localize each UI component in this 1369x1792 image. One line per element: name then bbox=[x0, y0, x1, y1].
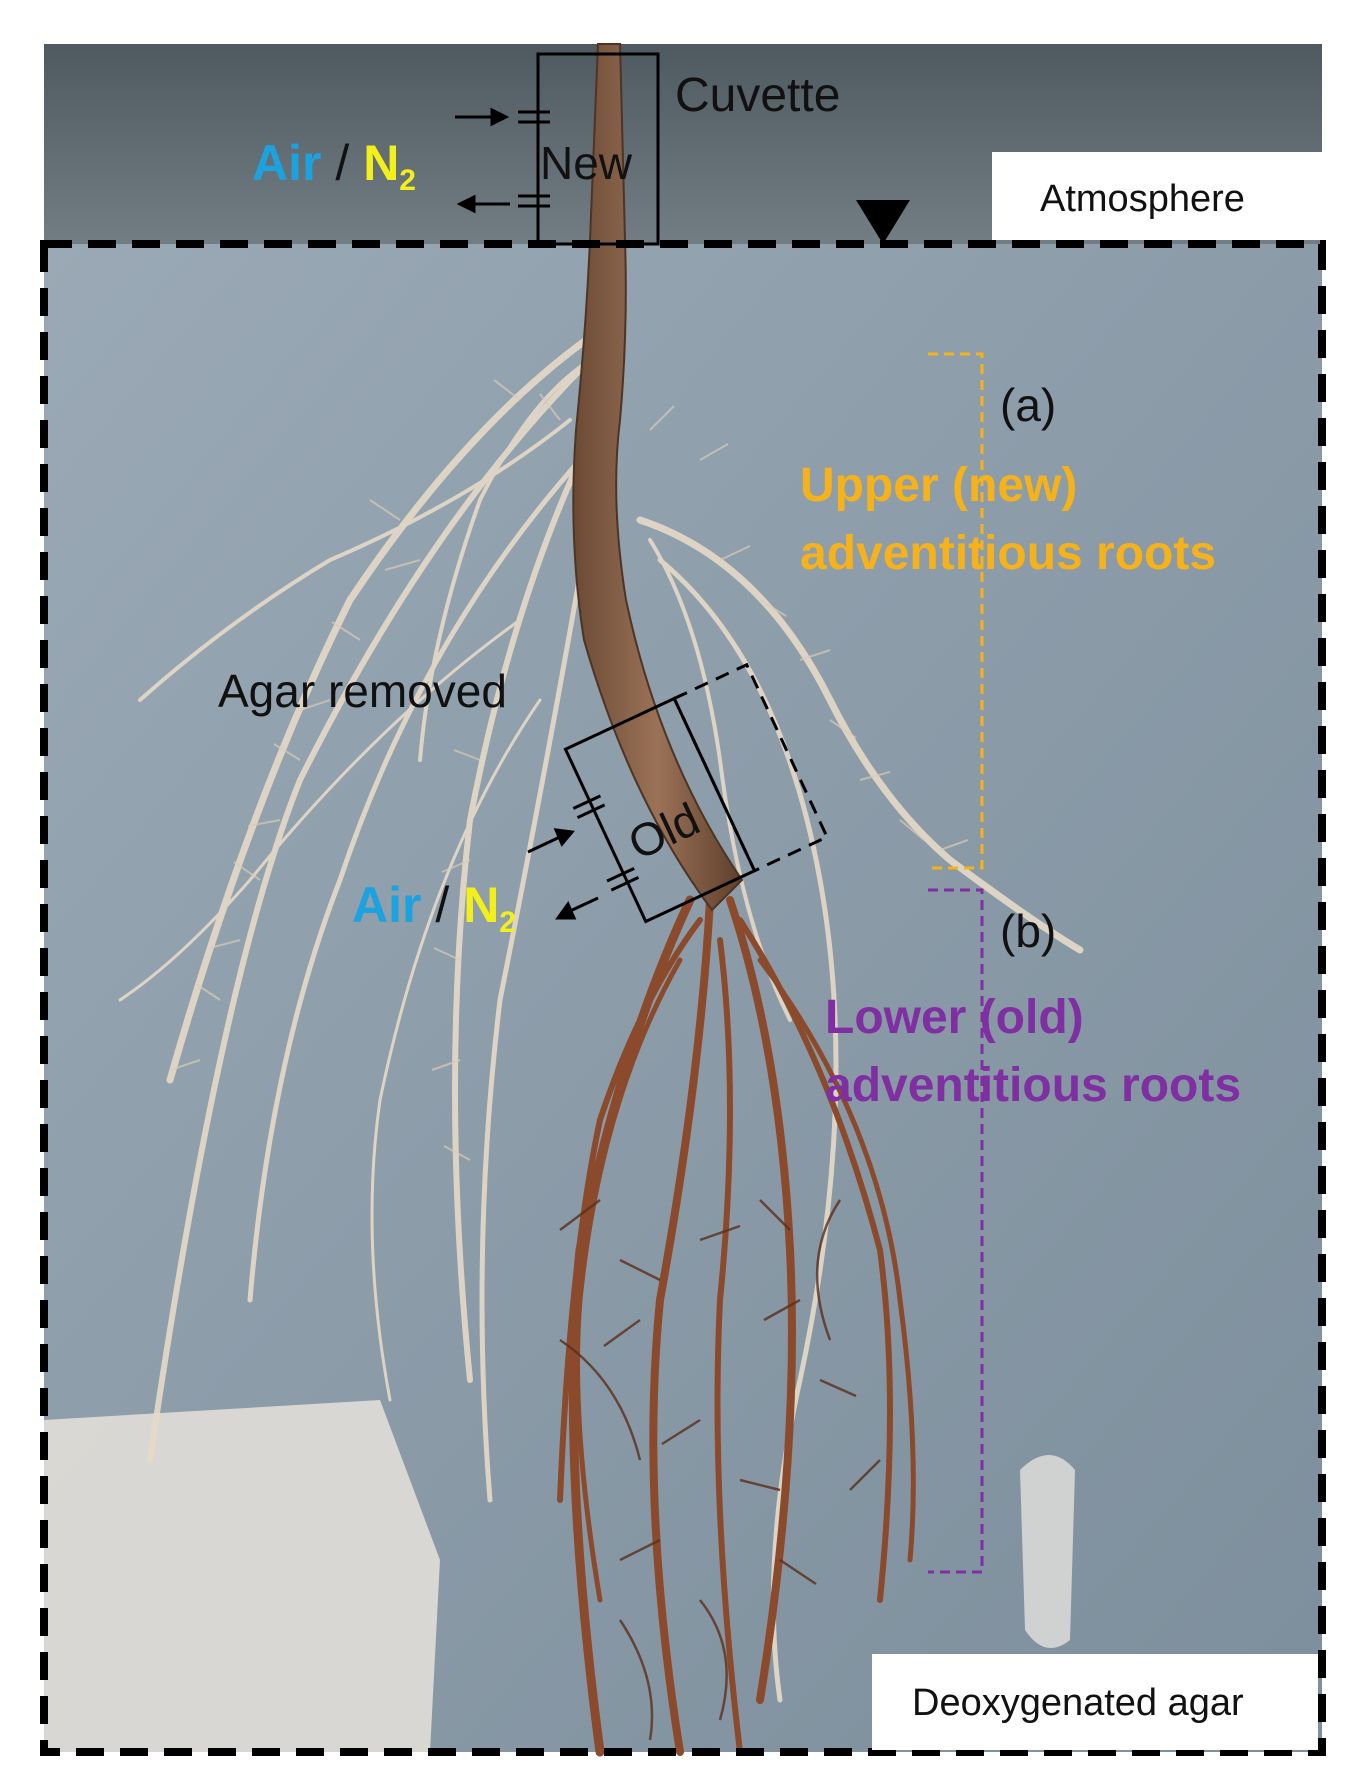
old-cuvette-dashed-box bbox=[672, 662, 830, 873]
air-label: Air bbox=[352, 877, 422, 933]
lower-root-fibers bbox=[559, 1199, 881, 1741]
slash-separator: / bbox=[435, 877, 450, 933]
n2-base: N bbox=[463, 877, 500, 933]
n2-label: N2 bbox=[463, 877, 516, 938]
gas-supply-label-bottom: Air / N2 bbox=[352, 880, 516, 938]
lower-roots-line1: Lower (old) bbox=[825, 991, 1084, 1044]
old-cuvette bbox=[563, 662, 830, 924]
light-reflection-right bbox=[1020, 1455, 1075, 1648]
tag-a-label: (a) bbox=[1000, 379, 1057, 431]
new-cuvette-ports bbox=[518, 110, 550, 208]
n2-subscript: 2 bbox=[399, 164, 416, 197]
agar-removed-label: Agar removed bbox=[218, 665, 507, 717]
water-level-marker bbox=[856, 200, 910, 244]
gas-supply-label-top: Air / N2 bbox=[252, 138, 416, 196]
tag-b-label: (b) bbox=[1000, 905, 1057, 957]
bracket-a bbox=[928, 352, 984, 870]
root-hairs bbox=[169, 379, 969, 1161]
n2-label: N2 bbox=[363, 135, 416, 196]
air-label: Air bbox=[252, 135, 322, 191]
new-cuvette-label: New bbox=[540, 137, 633, 189]
light-reflection-left bbox=[44, 1400, 440, 1752]
atmosphere-label-box bbox=[992, 152, 1324, 240]
deoxygenated-agar-label: Deoxygenated agar bbox=[912, 1682, 1244, 1724]
atmosphere-label: Atmosphere bbox=[1040, 178, 1245, 220]
agar-dashed-outline bbox=[40, 240, 1326, 1756]
n2-subscript: 2 bbox=[499, 906, 516, 939]
old-cuvette-arrows bbox=[527, 828, 599, 920]
deoxygenated-agar-label-box bbox=[872, 1654, 1318, 1750]
new-cuvette-box bbox=[536, 52, 660, 246]
upper-roots-label: Upper (new) adventitious roots bbox=[800, 452, 1216, 588]
upper-roots-line2: adventitious roots bbox=[800, 527, 1217, 581]
n2-base: N bbox=[363, 135, 400, 191]
slash-separator: / bbox=[335, 135, 350, 191]
new-cuvette-arrows bbox=[455, 107, 510, 214]
stem bbox=[572, 43, 744, 912]
lower-roots-line2: adventitious roots bbox=[825, 1059, 1242, 1113]
cuvette-label: Cuvette bbox=[675, 69, 841, 122]
lower-root-mass bbox=[557, 895, 916, 1757]
lower-roots-label: Lower (old) adventitious roots bbox=[825, 984, 1241, 1120]
upper-roots-line1: Upper (new) bbox=[800, 459, 1078, 512]
upper-root-mass bbox=[118, 326, 1084, 1703]
